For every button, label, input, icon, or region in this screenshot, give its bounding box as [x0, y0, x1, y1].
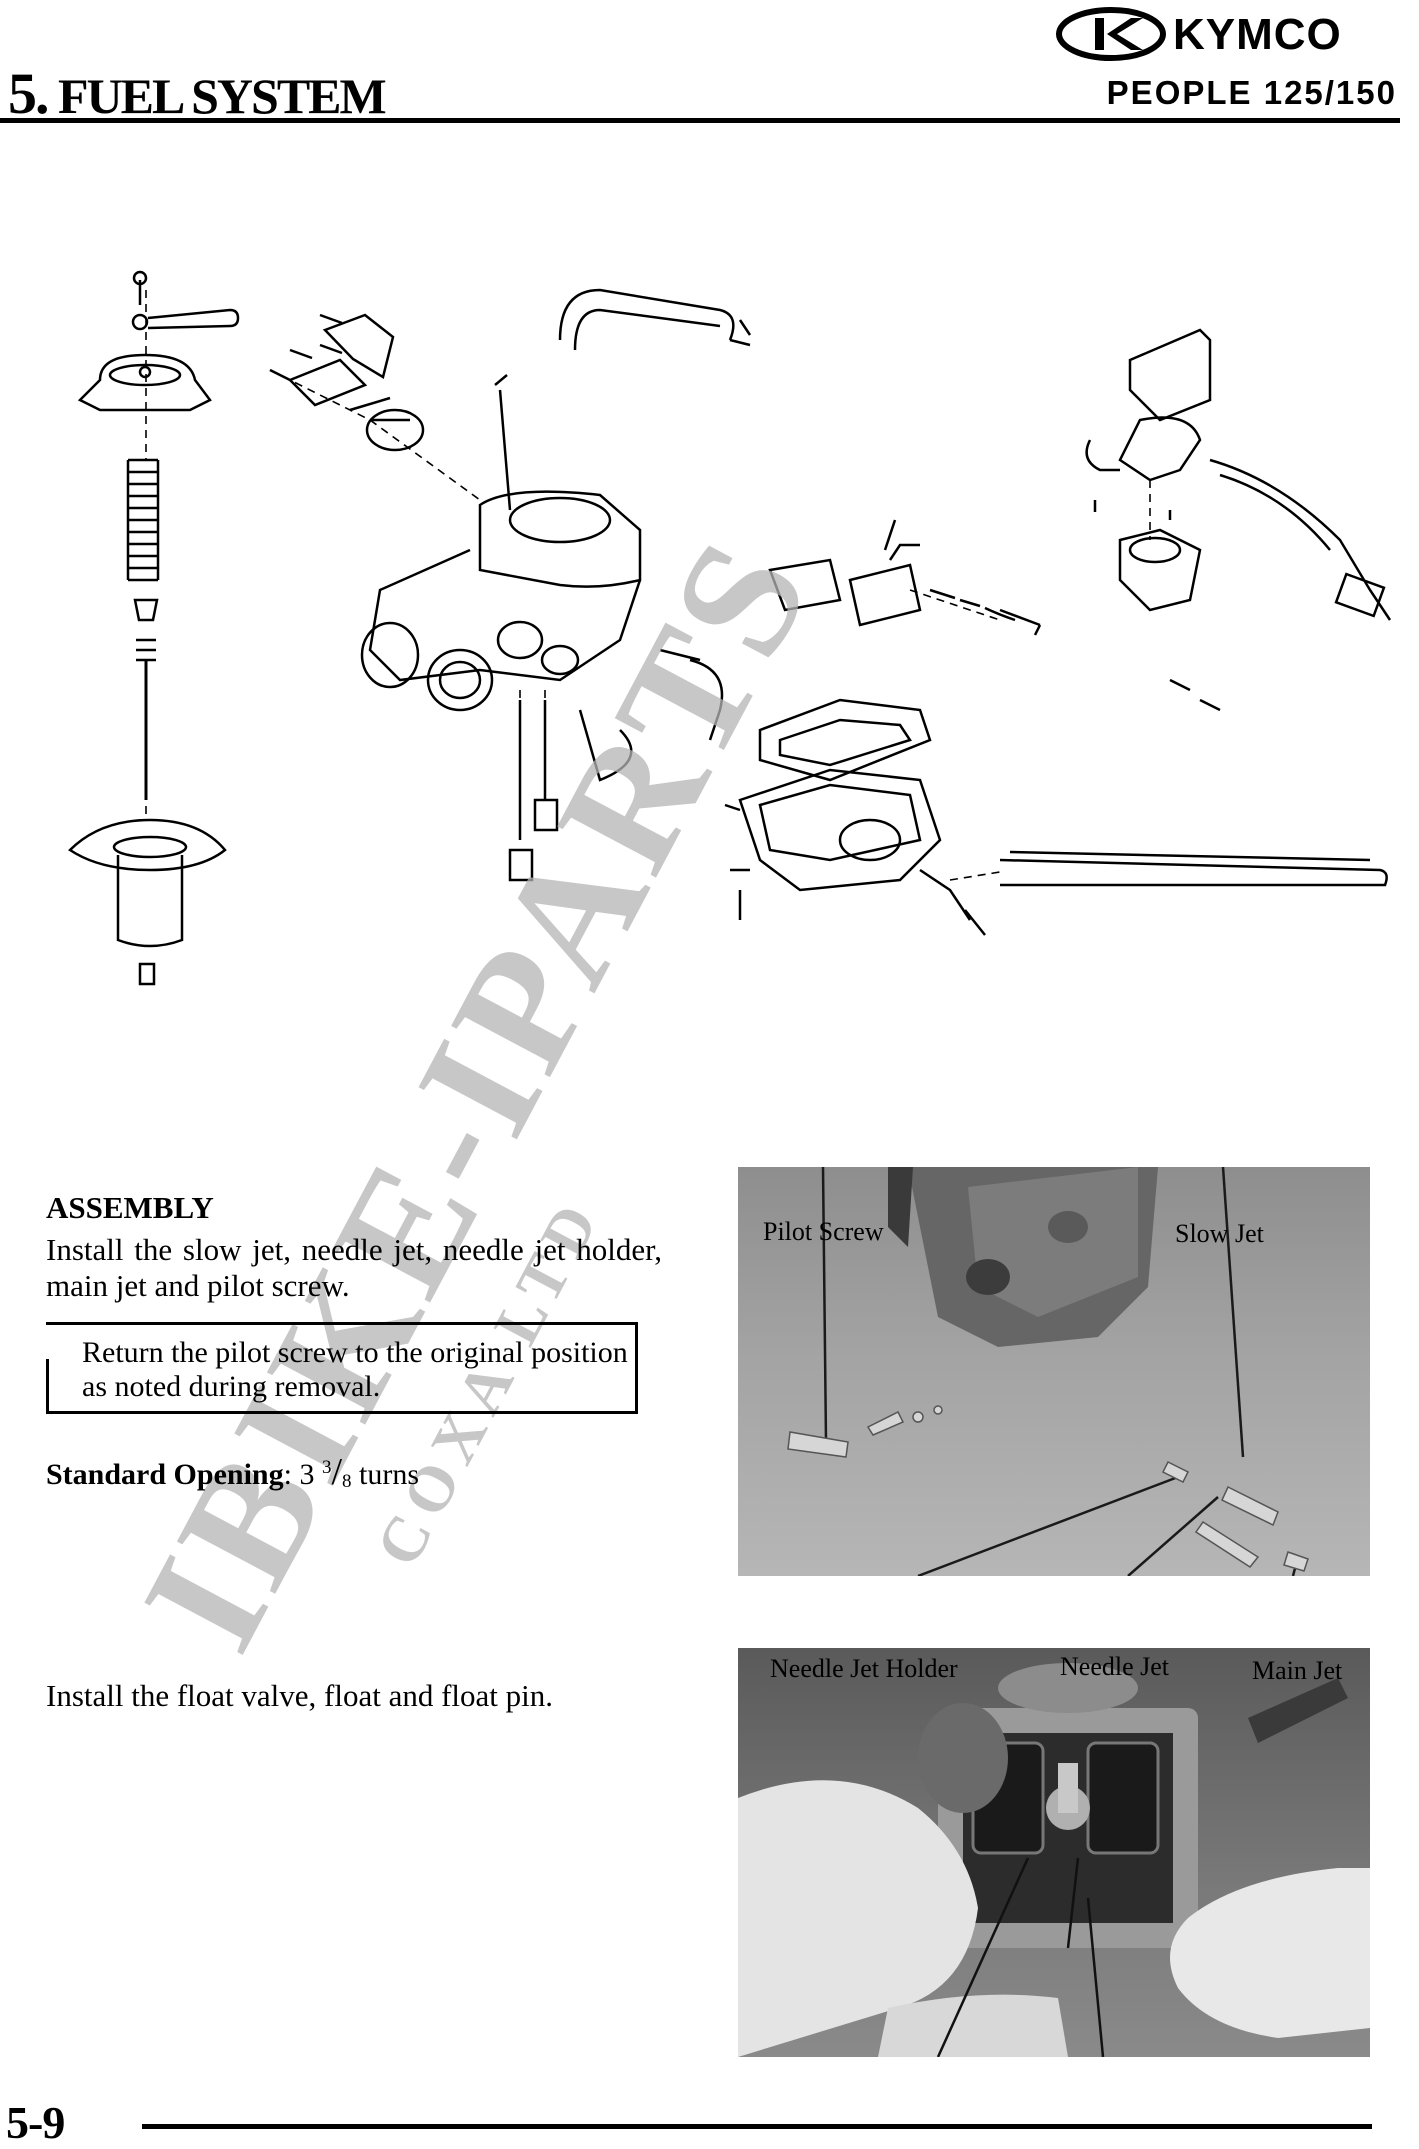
diaphragm-cover-group [77, 270, 240, 412]
float-bowl-group [724, 328, 1392, 936]
footer-rule [142, 2124, 1372, 2129]
piston-diaphragm [68, 818, 227, 986]
float-instructions: Install the float valve, float and float… [46, 1678, 554, 1713]
section-title-text: FUEL SYSTEM [58, 68, 387, 124]
carburetor-exploded-diagram [68, 270, 1392, 986]
note-text: Return the pilot screw to the original p… [82, 1336, 628, 1403]
section-title: 5. FUEL SYSTEM [8, 60, 387, 127]
standard-opening-whole: 3 [299, 1458, 315, 1491]
standard-opening-unit: turns [359, 1458, 419, 1491]
spring [126, 458, 160, 582]
header-rule [0, 118, 1400, 123]
jets-photo: Pilot Screw Slow Jet [738, 1167, 1370, 1576]
section-number: 5. [8, 61, 49, 126]
page-number: 5-9 [6, 2097, 65, 2148]
label-main-jet: Main Jet [1252, 1656, 1343, 1685]
model-name: PEOPLE 125/150 [1106, 74, 1397, 111]
note-box-tick [46, 1359, 49, 1414]
jets-photo-illustration [787, 1167, 1309, 1576]
assembly-heading: ASSEMBLY [46, 1190, 214, 1225]
label-slow-jet: Slow Jet [1175, 1219, 1264, 1248]
label-needle-jet-holder: Needle Jet Holder [770, 1654, 958, 1683]
carburetor-body [269, 288, 752, 882]
standard-opening-label: Standard Opening [46, 1458, 284, 1491]
note-box [46, 1322, 638, 1414]
standard-opening-denominator: 8 [342, 1471, 352, 1492]
float-photo-illustration [738, 1663, 1370, 2057]
brand-text: KYMCO [1173, 10, 1342, 59]
assembly-instructions: Install the slow jet, needle jet, needle… [46, 1232, 662, 1303]
float-photo: Needle Jet Holder Needle Jet Main Jet [738, 1648, 1370, 2057]
standard-opening-numerator: 3 [321, 1457, 332, 1478]
standard-opening: Standard Opening: 3 3/8 turns [46, 1451, 419, 1493]
kymco-logo: KYMCO [1056, 7, 1342, 61]
label-pilot-screw: Pilot Screw [763, 1217, 884, 1246]
label-needle-jet: Needle Jet [1060, 1652, 1170, 1681]
